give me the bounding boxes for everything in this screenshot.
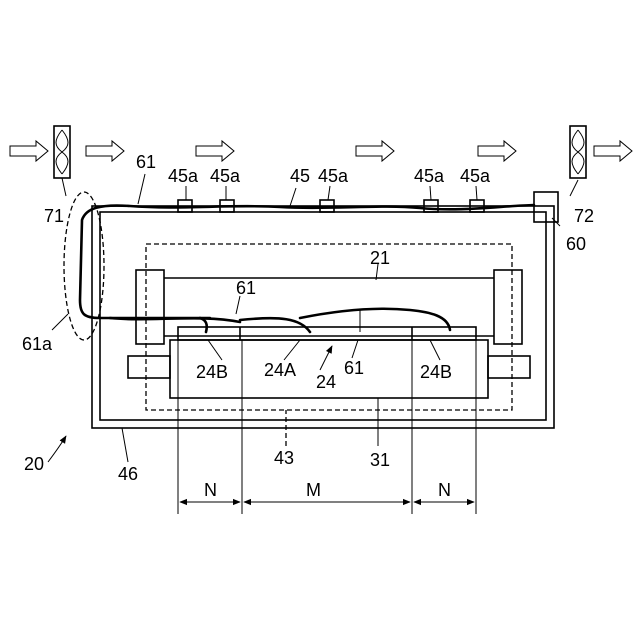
label-dim-mid: M	[306, 480, 321, 500]
label-sensor-2: 45a	[210, 166, 241, 186]
label-fan-left: 71	[44, 206, 64, 226]
label-end-right: 24B	[420, 362, 452, 382]
label-apparatus: 20	[24, 454, 44, 474]
assembly-24	[178, 327, 476, 340]
unit-21	[136, 270, 522, 344]
label-housing: 46	[118, 464, 138, 484]
label-dim-left: N	[204, 480, 217, 500]
fan-right	[570, 126, 586, 178]
label-controller: 60	[566, 234, 586, 254]
wiring	[80, 205, 534, 332]
fan-left	[54, 126, 70, 178]
label-center: 24A	[264, 360, 296, 380]
airflow-arrow-6	[594, 141, 632, 161]
label-wire-bundle: 61a	[22, 334, 53, 354]
airflow-arrows	[10, 141, 632, 161]
airflow-arrow-2	[86, 141, 124, 161]
label-wire-top: 61	[136, 152, 156, 172]
label-sensor-5: 45a	[460, 166, 491, 186]
label-wire-mid: 61	[236, 278, 256, 298]
label-sensor-1: 45a	[168, 166, 199, 186]
airflow-arrow-5	[478, 141, 516, 161]
label-end-left: 24B	[196, 362, 228, 382]
reference-labels: 71 72 61 45a 45a 45 45a 45a 45a 60 21 61…	[22, 152, 594, 500]
label-assembly: 24	[316, 372, 336, 392]
label-sensor-4: 45a	[414, 166, 445, 186]
label-base: 31	[370, 450, 390, 470]
airflow-arrow-1	[10, 141, 48, 161]
label-boundary: 43	[274, 448, 294, 468]
label-wire-low: 61	[344, 358, 364, 378]
label-dim-right: N	[438, 480, 451, 500]
airflow-arrow-3	[196, 141, 234, 161]
label-fan-right: 72	[574, 206, 594, 226]
label-unit: 21	[370, 248, 390, 268]
label-duct: 45	[290, 166, 310, 186]
airflow-arrow-4	[356, 141, 394, 161]
label-sensor-3: 45a	[318, 166, 349, 186]
